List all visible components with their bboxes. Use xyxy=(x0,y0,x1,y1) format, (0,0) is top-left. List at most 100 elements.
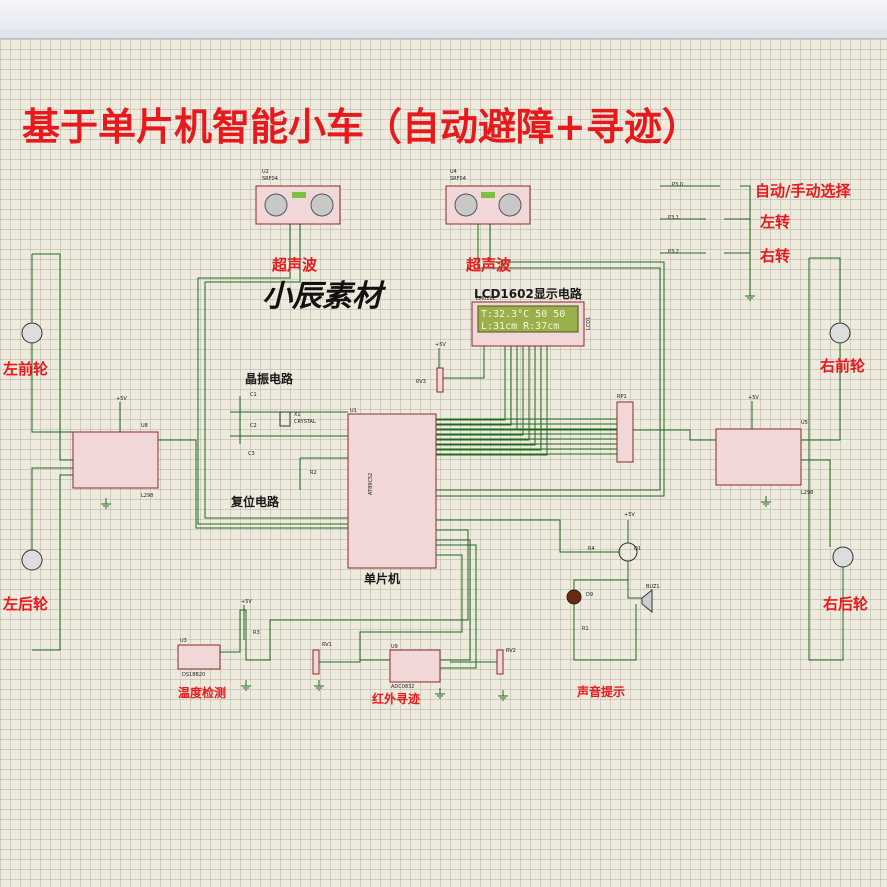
p3-0-label: P3.0 xyxy=(672,182,683,188)
wire-segment xyxy=(573,579,637,661)
vcc-q1-label: +5V xyxy=(624,512,635,518)
right-front-motor-icon xyxy=(829,322,851,344)
p3-1-label: P3.1 xyxy=(668,215,679,221)
x1-ref: X1 xyxy=(294,412,301,418)
left-front-label: 左前轮 xyxy=(2,360,48,378)
r2-ref: R2 xyxy=(310,470,317,476)
ir-label: 红外寻迹 xyxy=(372,691,420,706)
turn-left-label: 左转 xyxy=(759,213,790,231)
u5-ref: U5 xyxy=(801,420,808,426)
ultrasonic-right-label: 超声波 xyxy=(465,256,512,274)
crystal-label: 晶振电路 xyxy=(245,371,294,386)
mcu-label: 单片机 xyxy=(364,571,400,586)
u9-type: ADC0832 xyxy=(391,684,415,690)
vcc-u5-label: +5V xyxy=(748,395,759,401)
wire-segment xyxy=(436,346,506,421)
u3-type: DS18B20 xyxy=(182,672,205,678)
wire-segment xyxy=(436,429,716,441)
wire-segment xyxy=(31,467,73,550)
r1-ref: R1 xyxy=(582,626,589,632)
buz1-ref: BUZ1 xyxy=(646,584,660,590)
rv1-body xyxy=(312,649,320,675)
right-front-label: 右前轮 xyxy=(820,357,865,375)
wire-segment xyxy=(230,411,348,437)
lcd-line1: T:32.3°C 50 50 xyxy=(481,309,565,320)
mcu-type: AT89C52 xyxy=(368,473,374,495)
left-front-motor-icon xyxy=(21,322,43,344)
ground-symbol xyxy=(314,680,324,691)
lcd-circuit-label: LCD1602显示电路 xyxy=(474,286,583,301)
u5-type: L298 xyxy=(801,490,813,496)
wire-segment xyxy=(204,224,348,519)
u4-ref: U4 xyxy=(450,169,457,175)
c1-ref: C1 xyxy=(250,392,257,398)
ground-symbol xyxy=(498,690,508,701)
wire-segment xyxy=(801,257,841,441)
vcc-u8-label: +5V xyxy=(116,396,127,402)
auto-manual-label: 自动/手动选择 xyxy=(755,182,851,200)
ruler-bar xyxy=(0,30,887,39)
u2-led xyxy=(292,192,306,198)
transistor-q1 xyxy=(618,542,638,562)
right-rear-label: 右后轮 xyxy=(823,595,868,613)
r3-ref: R3 xyxy=(253,630,260,636)
q1-ref: Q1 xyxy=(634,546,641,552)
wire-segment xyxy=(436,346,530,441)
u2-transducer-right xyxy=(310,193,334,217)
rv2-body xyxy=(496,649,504,675)
wire-segment xyxy=(119,348,753,640)
u9-ref: U9 xyxy=(391,644,398,650)
lcd-line2: L:31cm R:37cm xyxy=(481,321,559,332)
wire-segment xyxy=(808,258,844,661)
p3-2-label: P3.2 xyxy=(668,249,679,255)
ground-symbol xyxy=(761,496,771,507)
ultrasonic-u4: U4 SRF04 超声波 xyxy=(445,169,531,274)
wire-segment xyxy=(660,185,751,290)
turn-right-label: 右转 xyxy=(760,247,790,265)
u8-body xyxy=(72,431,159,489)
lcd-ref: LCD1 xyxy=(586,317,592,330)
c2-ref: C2 xyxy=(250,423,257,429)
rv3-ref: RV3 xyxy=(416,379,426,385)
driver-u5: U5 L298 xyxy=(715,420,813,496)
buzzer-icon xyxy=(641,588,653,614)
mcu-body xyxy=(347,413,437,569)
reset-label: 复位电路 xyxy=(230,494,280,509)
led-d9-icon xyxy=(566,589,582,605)
ground-symbol xyxy=(241,680,251,691)
ground-symbol xyxy=(745,290,755,301)
ground-symbol xyxy=(101,498,111,509)
adc-body xyxy=(389,649,441,683)
rv3-body xyxy=(436,367,444,393)
u4-transducer-right xyxy=(498,193,522,217)
lcd-module: LCD1602显示电路 T:32.3°C 50 50 L:31cm R:37cm… xyxy=(471,286,592,347)
x1-type: CRYSTAL xyxy=(294,419,316,425)
left-rear-label: 左后轮 xyxy=(2,595,48,613)
wire-segment xyxy=(31,254,73,433)
vcc-rv3-label: +5V xyxy=(435,342,446,348)
rp1-ref: RP1 xyxy=(617,394,627,400)
wire-segment xyxy=(443,346,485,379)
ultrasonic-u2: U2 SRF04 超声波 xyxy=(255,169,341,274)
wire-segment xyxy=(627,520,642,599)
sound-label: 声音提示 xyxy=(576,684,625,699)
c3-ref: C3 xyxy=(248,451,255,457)
u3-ref: U3 xyxy=(180,638,187,644)
vcc-r3-label: +5V xyxy=(241,599,252,605)
mcu-u1: U1 AT89C52 单片机 xyxy=(347,408,437,586)
u8-type: L298 xyxy=(141,493,153,499)
crystal-x1 xyxy=(279,411,291,427)
diagram-title: 基于单片机智能小车（自动避障+寻迹） xyxy=(22,105,700,149)
watermark-text: 小辰素材 xyxy=(262,279,387,314)
wire-segment xyxy=(436,346,542,451)
wire-segment xyxy=(299,457,348,490)
ground-symbol xyxy=(435,688,445,699)
u4-led xyxy=(481,192,495,198)
driver-u8: U8 L298 xyxy=(72,423,159,499)
left-rear-motor-icon xyxy=(21,549,43,571)
wire-segment xyxy=(319,554,463,663)
wire-segment xyxy=(436,519,620,553)
u8-ref: U8 xyxy=(141,423,148,429)
u4-transducer-left xyxy=(454,193,478,217)
